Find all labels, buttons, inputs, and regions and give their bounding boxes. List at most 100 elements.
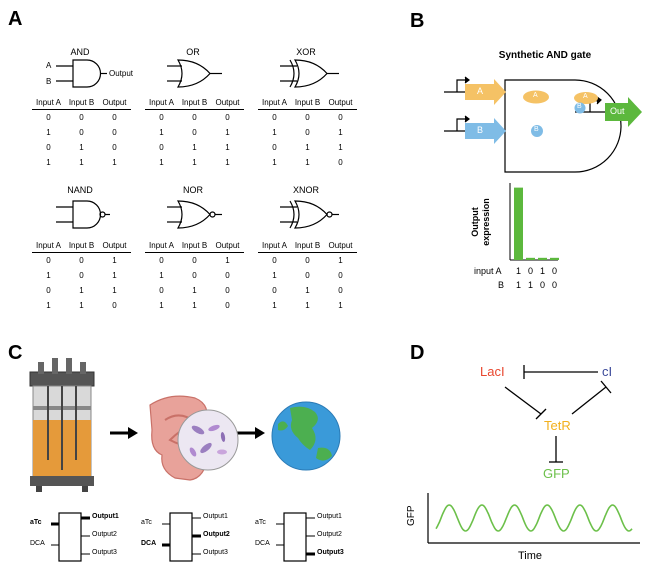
truth-table-header-cell: Output (324, 240, 357, 253)
switch-output-label: Output2 (92, 531, 117, 538)
truth-table-cell: 0 (225, 113, 230, 122)
switch-output-label: Output1 (317, 513, 342, 520)
protein-a-bound-label: A (583, 93, 588, 100)
chart-ylabel: Output expression (470, 182, 550, 262)
switch-lines (276, 512, 315, 562)
and-input-b-label: B (46, 77, 52, 86)
truth-table-cell: 0 (305, 113, 310, 122)
truth-table-header-cell: Output (211, 97, 244, 110)
truth-table-cell: 1 (305, 158, 310, 167)
truth-table-cell: 1 (305, 143, 310, 152)
laci-label: LacI (480, 364, 505, 379)
truth-table-header-cell: Input A (258, 240, 291, 253)
switch-input-label: DCA (141, 540, 157, 547)
truth-table-header-cell: Input B (65, 97, 98, 110)
tetr-label: TetR (544, 418, 571, 433)
bar-3 (550, 257, 559, 260)
gene-b-arrow (465, 118, 506, 144)
truth-table-cell: 1 (46, 128, 51, 137)
switch-output-label: Output3 (317, 549, 344, 556)
truth-table-cell: 1 (159, 271, 164, 280)
truth-table-header-cell: Input B (291, 97, 324, 110)
truth-table-cell: 0 (192, 128, 197, 137)
truth-table-cell: 1 (272, 128, 277, 137)
gene-a-arrow (465, 79, 506, 105)
truth-table-cell: 0 (272, 113, 277, 122)
truth-table-cell: 0 (112, 301, 117, 310)
truth-table-header-cell: Input B (178, 97, 211, 110)
truth-table-cell: 1 (338, 256, 343, 265)
switch-box (283, 512, 307, 562)
truth-table-cell: 0 (79, 256, 84, 265)
truth-table-cell: 1 (112, 256, 117, 265)
input_b_values-value: 1 (516, 280, 522, 290)
tetr-represses-ci (571, 386, 607, 415)
protein-b-label: B (534, 126, 539, 133)
truth-table-cell: 0 (112, 143, 117, 152)
truth-table-cell: 0 (225, 271, 230, 280)
arrow-right-icon (110, 427, 138, 439)
truth-table-cell: 1 (338, 143, 343, 152)
truth-table-cell: 1 (272, 158, 277, 167)
truth-table-cell: 1 (192, 158, 197, 167)
switch-lines (162, 512, 201, 562)
truth-table-cell: 0 (159, 286, 164, 295)
truth-table-cell: 1 (225, 143, 230, 152)
switch-output-label: Output2 (203, 531, 230, 538)
input_a_values-value: 0 (528, 266, 534, 276)
truth-table-header-cell: Input A (32, 240, 65, 253)
bioreactor-icon (29, 358, 95, 492)
panel-label-a: A (8, 8, 23, 30)
truth-table-cell: 0 (79, 271, 84, 280)
truth-table-cell: 1 (46, 301, 51, 310)
truth-table-cell: 1 (159, 301, 164, 310)
truth-table-cell: 1 (272, 271, 277, 280)
input_a_values-value: 0 (552, 266, 558, 276)
truth-table-cell: 0 (272, 286, 277, 295)
truth-table-header-cell: Input B (178, 240, 211, 253)
truth-table-cell: 1 (112, 158, 117, 167)
protein-b-bound-label: B (577, 103, 582, 110)
and-output-label: Output (109, 69, 134, 78)
promoter-out-icon (589, 96, 602, 112)
truth-table-cell: 0 (225, 301, 230, 310)
gfp-plot-xlabel: Time (518, 550, 543, 562)
truth-table-cell: 1 (79, 286, 84, 295)
truth-table-cell: 0 (338, 271, 343, 280)
gfp-node-label: GFP (543, 466, 570, 481)
truth-table-cell: 0 (46, 286, 51, 295)
gate-title-xnor: XNOR (292, 185, 319, 195)
gate-title-nand: NAND (67, 185, 93, 195)
gate-title-or: OR (186, 47, 200, 57)
row-input-b-label: B (498, 280, 505, 290)
input_a_values-value: 1 (516, 266, 522, 276)
chart-ylabel-line2: expression (481, 198, 491, 246)
and-input-a-label: A (46, 61, 52, 70)
truth-table-header-cell: Input A (145, 97, 178, 110)
gene-out-label: Out (610, 106, 625, 116)
truth-table-cell: 0 (225, 286, 230, 295)
switch-box (169, 512, 193, 562)
arrow-right-icon (237, 427, 265, 439)
switch-output-label: Output2 (317, 531, 342, 538)
truth-table-cell: 0 (46, 143, 51, 152)
gut-icon (149, 395, 239, 481)
truth-table-cell: 1 (305, 301, 310, 310)
